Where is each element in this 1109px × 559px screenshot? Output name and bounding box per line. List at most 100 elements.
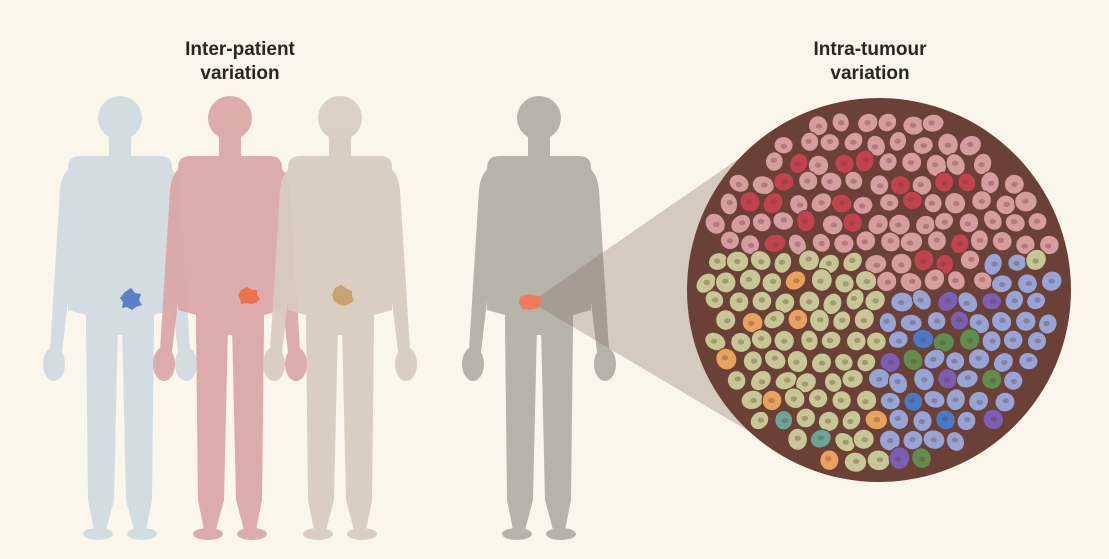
cell-nucleus	[841, 161, 847, 166]
cell-nucleus	[817, 317, 823, 322]
cell-nucleus	[909, 437, 915, 442]
cell-nucleus	[815, 395, 821, 400]
cell-nucleus	[989, 219, 995, 224]
cell-nucleus	[713, 222, 719, 227]
cell-nucleus	[795, 162, 801, 167]
cell-nucleus	[746, 277, 752, 282]
cell-nucleus	[736, 182, 742, 187]
cell-nucleus	[854, 338, 860, 343]
cell-nucleus	[920, 337, 926, 342]
cell-nucleus	[956, 317, 962, 322]
cell-nucleus	[826, 261, 832, 266]
cell-nucleus	[874, 338, 880, 343]
cell-nucleus	[945, 298, 951, 303]
cell-nucleus	[908, 196, 914, 201]
cell-nucleus	[952, 278, 958, 283]
cell-nucleus	[862, 437, 868, 442]
cell-nucleus	[945, 143, 951, 148]
cell-nucleus	[1034, 297, 1040, 302]
cell-nucleus	[851, 296, 857, 301]
cell-nucleus	[772, 242, 778, 247]
cell-nucleus	[977, 238, 983, 243]
cell-nucleus	[979, 277, 985, 282]
cell-nucleus	[887, 201, 893, 206]
cell-nucleus	[848, 376, 854, 381]
cell-nucleus	[907, 240, 913, 245]
cell-nucleus	[976, 320, 982, 325]
cell-nucleus	[988, 181, 994, 186]
inter-patient-group	[43, 96, 417, 540]
cell-nucleus	[843, 440, 849, 445]
cell-nucleus	[783, 299, 789, 304]
cell-nucleus	[883, 319, 889, 324]
cell-nucleus	[975, 356, 981, 361]
cell-nucleus	[850, 179, 856, 184]
cell-nucleus	[979, 199, 985, 204]
cell-nucleus	[896, 339, 902, 344]
cell-nucleus	[801, 219, 807, 224]
cell-nucleus	[1021, 244, 1027, 249]
cell-nucleus	[745, 199, 751, 204]
cell-nucleus	[806, 337, 812, 342]
cell-nucleus	[957, 241, 963, 246]
cell-nucleus	[872, 298, 878, 303]
cell-nucleus	[898, 300, 904, 305]
cell-nucleus	[876, 377, 882, 382]
cell-nucleus	[782, 418, 788, 423]
cell-nucleus	[931, 398, 937, 403]
cell-nucleus	[894, 379, 900, 384]
cell-nucleus	[759, 297, 765, 302]
cell-nucleus	[849, 258, 855, 263]
cell-nucleus	[861, 239, 867, 244]
cell-nucleus	[739, 220, 745, 225]
cell-nucleus	[781, 144, 787, 149]
cell-nucleus	[804, 178, 810, 183]
cell-nucleus	[1003, 398, 1009, 403]
cell-nucleus	[872, 144, 878, 149]
cell-nucleus	[919, 419, 925, 424]
cell-nucleus	[944, 378, 950, 383]
cell-nucleus	[887, 360, 893, 365]
cell-nucleus	[714, 258, 720, 263]
cell-nucleus	[829, 380, 835, 385]
cell-nucleus	[862, 399, 868, 404]
cell-nucleus	[781, 339, 787, 344]
cell-nucleus	[1049, 279, 1055, 284]
cell-nucleus	[859, 203, 865, 208]
cell-nucleus	[910, 359, 916, 364]
cell-nucleus	[886, 158, 892, 163]
cell-nucleus	[952, 161, 958, 166]
cell-nucleus	[895, 416, 901, 421]
cell-nucleus	[887, 238, 893, 243]
intra-tumour-group	[462, 96, 1071, 540]
cell-nucleus	[887, 398, 893, 403]
cell-nucleus	[1004, 202, 1010, 207]
cell-nucleus	[909, 320, 915, 325]
cell-nucleus	[818, 435, 824, 440]
cell-nucleus	[909, 398, 915, 403]
cell-nucleus	[758, 336, 764, 341]
cell-nucleus	[819, 361, 825, 366]
cell-nucleus	[895, 138, 901, 143]
cell-nucleus	[722, 355, 728, 360]
cell-nucleus	[735, 376, 741, 381]
cell-nucleus	[887, 438, 893, 443]
cell-nucleus	[990, 378, 996, 383]
cell-nucleus	[795, 316, 801, 321]
cell-nucleus	[843, 281, 849, 286]
cell-nucleus	[758, 259, 764, 264]
cell-nucleus	[953, 201, 959, 206]
cell-nucleus	[964, 417, 970, 422]
cell-nucleus	[727, 200, 733, 205]
cell-nucleus	[898, 262, 904, 267]
cell-nucleus	[895, 456, 901, 461]
cell-nucleus	[1013, 261, 1019, 266]
cell-nucleus	[819, 241, 825, 246]
cell-nucleus	[862, 360, 868, 365]
cell-nucleus	[1034, 219, 1040, 224]
cell-nucleus	[951, 359, 957, 364]
cell-nucleus	[827, 139, 833, 144]
cell-nucleus	[711, 339, 717, 344]
